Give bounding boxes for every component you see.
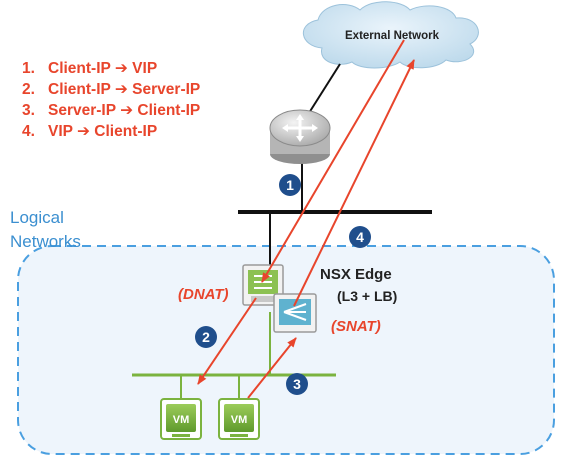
step-badge-3-label: 3 [293,376,301,392]
nat-steps-list: 1.Client-IP ➔ VIP 2.Client-IP ➔ Server-I… [22,58,200,142]
router-icon [269,109,331,164]
step-badge-4-label: 4 [356,229,364,245]
flow-arrow-3 [247,337,297,399]
external-network-label: External Network [345,30,439,42]
step-badge-3: 3 [286,373,308,395]
logical-networks-label: Logical Networks [10,208,81,251]
cloud-icon [302,1,479,69]
step-item: 4.VIP ➔ Client-IP [22,123,158,140]
flow-arrow-2 [197,297,257,385]
step-item: 3.Server-IP ➔ Client-IP [22,102,201,119]
step-badge-2: 2 [195,326,217,348]
step-item: 2.Client-IP ➔ Server-IP [22,81,201,98]
vm-2-label: VM [231,414,248,426]
flow-arrow-1 [261,39,405,283]
snat-label: (SNAT) [331,318,381,335]
traffic-flows [197,39,415,399]
step-item: 1.Client-IP ➔ VIP [22,60,158,77]
nsx-edge-label: NSX Edge [320,266,392,283]
step-badge-2-label: 2 [202,329,210,345]
vm-1-label: VM [173,414,190,426]
vm-1: VM [160,398,202,440]
vm-2: VM [218,398,260,440]
flow-arrow-4 [293,59,415,307]
step-badge-1-label: 1 [286,177,294,193]
dnat-label: (DNAT) [178,286,229,303]
step-badge-1: 1 [279,174,301,196]
transit-segment [238,63,432,268]
nsx-edge-sublabel: (L3 + LB) [337,288,398,304]
step-badge-4: 4 [349,226,371,248]
